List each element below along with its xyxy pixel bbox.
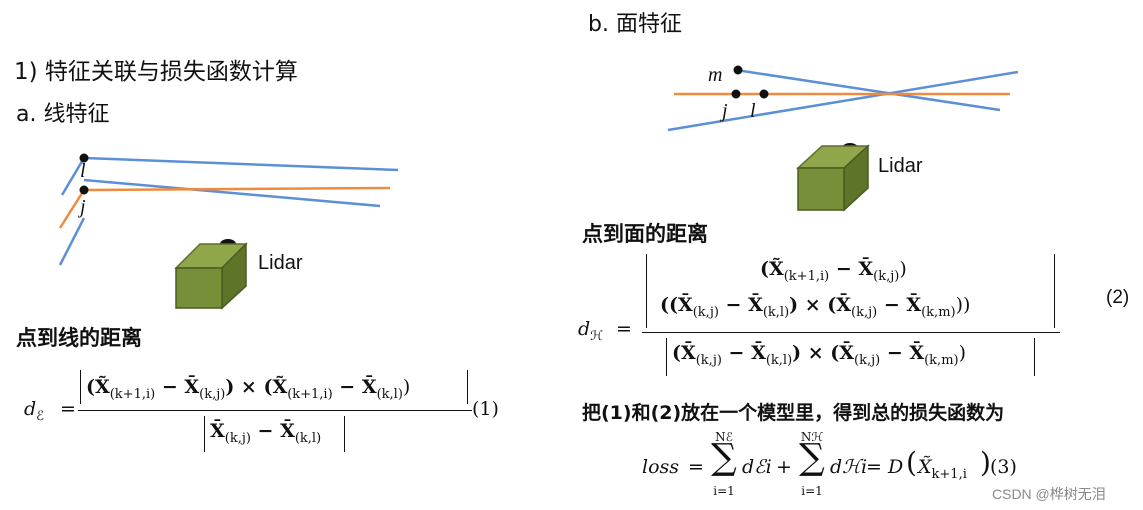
eq1-denominator: X̄(k,j) − X̄(k,l) bbox=[210, 420, 322, 446]
eq2-den-abs-right bbox=[1034, 338, 1036, 376]
eq3-term1: dℰi bbox=[742, 456, 772, 478]
label-j: j bbox=[80, 196, 86, 218]
lidar-sensor-icon bbox=[174, 239, 248, 310]
eq3-rhs: = D bbox=[866, 456, 904, 478]
line-feature-diagram bbox=[58, 153, 399, 310]
point-to-line-title: 点到线的距离 bbox=[16, 326, 142, 350]
eq2-lhs: dℋ bbox=[578, 318, 604, 344]
line-feature-subheading: a. 线特征 bbox=[16, 102, 110, 127]
lidar-sensor-icon bbox=[796, 143, 870, 212]
eq2-abs-right bbox=[1054, 254, 1056, 328]
lidar-label: Lidar bbox=[258, 252, 303, 274]
eq1-lhs: dℰ bbox=[24, 398, 45, 424]
point-m bbox=[733, 65, 743, 75]
eq3-sum2-bottom: i=1 bbox=[801, 484, 823, 498]
label-l: l bbox=[750, 100, 756, 122]
eq3-paren-open: ( bbox=[906, 446, 917, 479]
point-to-plane-title: 点到面的距离 bbox=[582, 222, 708, 246]
eq3-plus: + bbox=[776, 456, 792, 478]
eq3-sum2-top: Nℋ bbox=[800, 430, 824, 444]
eq3-term2: dℋi bbox=[830, 456, 868, 478]
section-heading: 1) 特征关联与损失函数计算 bbox=[14, 59, 298, 85]
eq3-lhs: loss bbox=[642, 456, 680, 478]
eq1-den-abs-left bbox=[204, 416, 206, 452]
blue-line-ext-1 bbox=[60, 157, 86, 196]
eq2-denominator: (X̄(k,j) − X̄(k,l)) × (X̄(k,j) − X̄(k,m)… bbox=[672, 342, 967, 368]
blue-line-ext-2 bbox=[58, 217, 86, 266]
eq2-fraction-bar bbox=[642, 332, 1060, 334]
orange-line-ext bbox=[58, 189, 86, 229]
plane-feature-diagram bbox=[667, 65, 1019, 132]
blue-line-2 bbox=[83, 178, 381, 208]
eq1-number: (1) bbox=[472, 398, 499, 420]
eq3-equals: = bbox=[688, 456, 704, 478]
eq1-fraction-bar bbox=[78, 410, 472, 412]
eq3-sum1-sigma: ∑ bbox=[711, 437, 737, 478]
plane-feature-subheading: b. 面特征 bbox=[588, 12, 682, 37]
eq2-numerator-line1: (X̃(k+1,i) − X̄(k,j)) bbox=[760, 258, 907, 284]
point-j bbox=[79, 185, 89, 195]
eq3-argument: X̃k+1,i bbox=[918, 456, 967, 482]
eq3-sum2-sigma: ∑ bbox=[799, 437, 825, 478]
eq1-numerator: (X̃(k+1,i) − X̄(k,j)) × (X̃(k+1,i) − X̄(… bbox=[86, 376, 411, 402]
eq2-numerator-line2: ((X̄(k,j) − X̄(k,l)) × (X̄(k,j) − X̄(k,m… bbox=[660, 294, 971, 320]
blue-line-2 bbox=[667, 70, 1019, 132]
point-j bbox=[731, 89, 741, 99]
point-l bbox=[79, 153, 89, 163]
label-l: l bbox=[80, 160, 86, 182]
eq3-sum1-top: Nℰ bbox=[715, 430, 733, 444]
lidar-label: Lidar bbox=[878, 155, 923, 177]
eq1-abs-right bbox=[467, 370, 469, 404]
point-l bbox=[759, 89, 769, 99]
eq1-equals: = bbox=[60, 398, 76, 420]
line-diagram-lines bbox=[58, 156, 399, 266]
plane-diagram-lines bbox=[667, 68, 1019, 132]
eq1-abs-left bbox=[80, 370, 82, 404]
watermark: CSDN @桦树无泪 bbox=[992, 486, 1106, 502]
eq3-sum1-bottom: i=1 bbox=[713, 484, 735, 498]
blue-line-1 bbox=[735, 68, 1001, 112]
eq2-equals: = bbox=[616, 318, 632, 340]
eq2-number: (2) bbox=[1106, 287, 1130, 308]
orange-line bbox=[83, 186, 391, 192]
eq3-number: (3) bbox=[990, 456, 1017, 478]
eq2-abs-left bbox=[646, 254, 648, 328]
eq2-den-abs-left bbox=[666, 338, 668, 376]
eq3-paren-close: ) bbox=[980, 446, 991, 479]
combine-text: 把(1)和(2)放在一个模型里，得到总的损失函数为 bbox=[582, 402, 1005, 424]
label-m: m bbox=[708, 64, 723, 86]
eq1-den-abs-right bbox=[344, 416, 346, 452]
blue-line-1 bbox=[83, 156, 399, 172]
label-j: j bbox=[722, 100, 728, 122]
